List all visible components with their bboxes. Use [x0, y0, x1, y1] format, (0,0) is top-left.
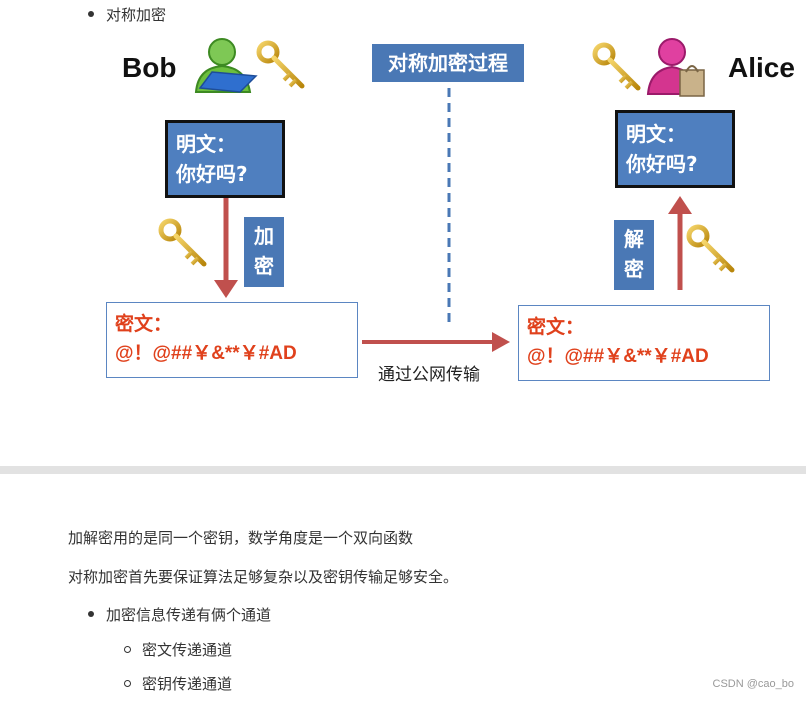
plaintext-value: 你好吗? — [176, 162, 248, 186]
sub-bullet-ring — [124, 646, 131, 653]
encrypt-key-icon — [161, 221, 204, 264]
bob-name: Bob — [122, 52, 177, 83]
top-bullet-text: 对称加密 — [106, 6, 167, 24]
sub-item-2: 密钥传递通道 — [142, 675, 233, 693]
process-title: 对称加密过程 — [372, 44, 524, 82]
diagram-graphics — [0, 38, 806, 352]
bullet-text: 加密信息传递有俩个通道 — [106, 606, 272, 624]
sub-item-1: 密文传递通道 — [142, 641, 233, 659]
alice-user-icon — [646, 38, 705, 97]
transmit-label: 通过公网传输 — [378, 365, 480, 385]
bullet-dot — [88, 611, 94, 617]
plaintext-label: 明文： — [626, 122, 686, 146]
decrypt-label: 解 密 — [614, 220, 654, 290]
alice-ciphertext-box: 密文： @！@##￥&**￥#AD — [518, 305, 770, 381]
ciphertext-value: @！@##￥&**￥#AD — [115, 343, 297, 364]
paragraph-1: 加解密用的是同一个密钥，数学角度是一个双向函数 — [68, 529, 414, 547]
bob-plaintext-box: 明文： 你好吗? — [165, 120, 285, 198]
watermark: CSDN @cao_bo — [712, 678, 794, 690]
bob-user-icon — [194, 38, 258, 93]
alice-plaintext-box: 明文： 你好吗? — [615, 110, 735, 188]
bob-ciphertext-box: 密文： @！@##￥&**￥#AD — [106, 302, 358, 378]
ciphertext-value: @！@##￥&**￥#AD — [527, 346, 709, 367]
decrypt-char-1: 解 — [624, 227, 644, 251]
alice-name: Alice — [728, 52, 795, 83]
bullet-dot — [88, 11, 94, 17]
encrypt-char-2: 密 — [254, 254, 274, 278]
decrypt-char-2: 密 — [624, 257, 644, 281]
alice-key-icon — [595, 45, 638, 88]
sub-bullet-ring — [124, 680, 131, 687]
symmetric-encryption-diagram: Bob Alice 对称加密过程 明文： 你好吗? 明文： 你好吗? 加 密 解… — [0, 38, 806, 385]
paragraph-2: 对称加密首先要保证算法足够复杂以及密钥传输足够安全。 — [68, 568, 459, 586]
ciphertext-label: 密文： — [527, 316, 585, 338]
decrypt-key-icon — [689, 227, 732, 270]
section-separator — [0, 466, 806, 474]
encrypt-char-1: 加 — [254, 224, 274, 248]
encrypt-label: 加 密 — [244, 217, 284, 287]
ciphertext-label: 密文： — [115, 313, 173, 335]
bob-key-icon — [259, 43, 302, 86]
plaintext-value: 你好吗? — [626, 152, 698, 176]
plaintext-label: 明文： — [176, 132, 236, 156]
